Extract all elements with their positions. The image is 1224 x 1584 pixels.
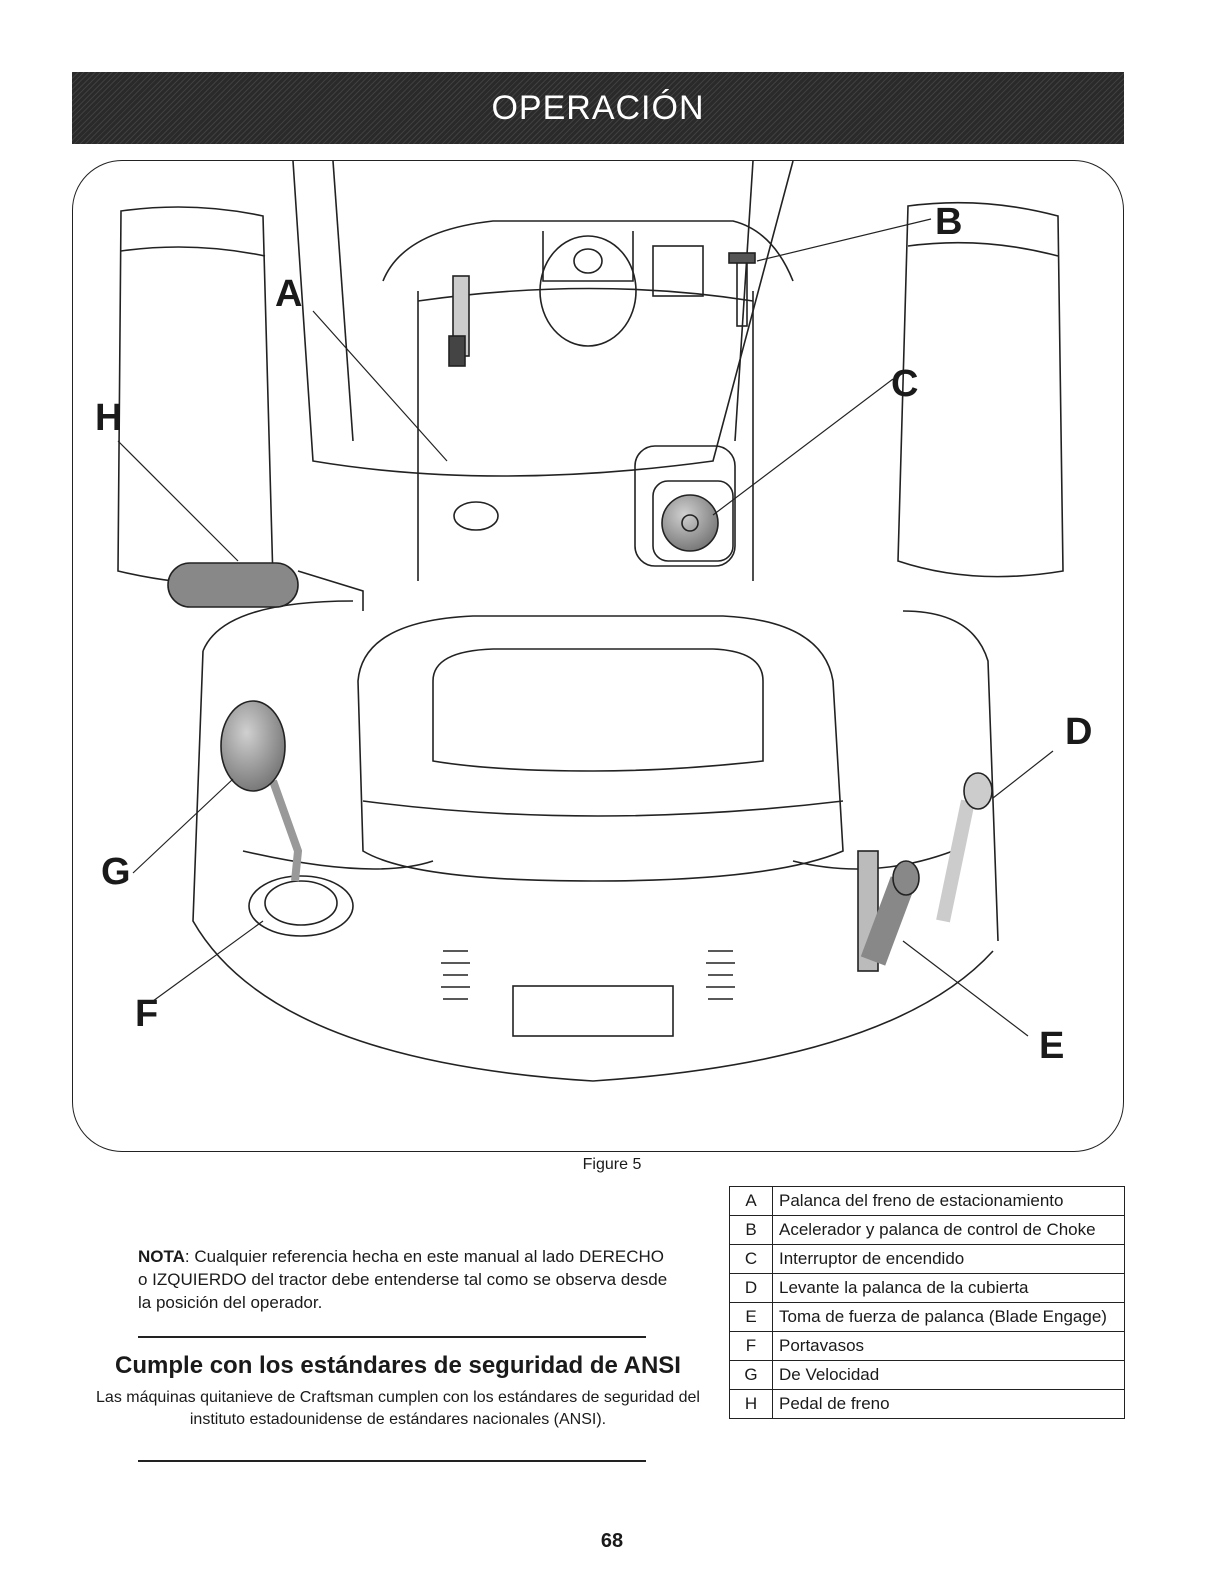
ansi-heading: Cumple con los estándares de seguridad d… bbox=[115, 1352, 681, 1379]
legend-label: De Velocidad bbox=[772, 1360, 1125, 1390]
note-text: : Cualquier referencia hecha en este man… bbox=[138, 1247, 668, 1312]
legend-label: Toma de fuerza de palanca (Blade Engage) bbox=[772, 1302, 1125, 1332]
callout-g: G bbox=[101, 851, 131, 893]
legend-key: G bbox=[729, 1360, 773, 1390]
callout-c: C bbox=[891, 363, 919, 405]
legend-key: C bbox=[729, 1244, 773, 1274]
tractor-illustration bbox=[117, 161, 1064, 1082]
section-title: OPERACIÓN bbox=[491, 88, 705, 127]
legend-label: Pedal de freno bbox=[772, 1389, 1125, 1419]
callout-h: H bbox=[95, 397, 123, 439]
ansi-paragraph: Las máquinas quitanieve de Craftsman cum… bbox=[96, 1389, 700, 1428]
note-paragraph: NOTA: Cualquier referencia hecha en este… bbox=[138, 1245, 668, 1314]
leader-b bbox=[756, 218, 932, 262]
page-number: 68 bbox=[600, 1530, 624, 1552]
legend-key: B bbox=[729, 1215, 773, 1245]
hood bbox=[292, 161, 794, 477]
divider-top bbox=[138, 1336, 646, 1338]
legend-key: F bbox=[729, 1331, 773, 1361]
legend-label: Acelerador y palanca de control de Choke bbox=[772, 1215, 1125, 1245]
leader-g bbox=[132, 778, 234, 874]
legend-label: Palanca del freno de estacionamiento bbox=[772, 1186, 1125, 1216]
legend-label: Interruptor de encendido bbox=[772, 1244, 1125, 1274]
section-banner: OPERACIÓN bbox=[72, 72, 1124, 144]
legend-label: Portavasos bbox=[772, 1331, 1125, 1361]
legend-key: A bbox=[729, 1186, 773, 1216]
callout-e: E bbox=[1039, 1025, 1065, 1067]
leader-f bbox=[152, 920, 264, 1002]
callout-a: A bbox=[275, 273, 303, 315]
legend-key: H bbox=[729, 1389, 773, 1419]
callout-b: B bbox=[935, 201, 963, 243]
legend-key: D bbox=[729, 1273, 773, 1303]
legend-key: E bbox=[729, 1302, 773, 1332]
legend-label: Levante la palanca de la cubierta bbox=[772, 1273, 1125, 1303]
leader-e bbox=[902, 940, 1029, 1037]
leader-a bbox=[312, 310, 448, 462]
callout-f: F bbox=[135, 993, 159, 1035]
leader-c bbox=[712, 378, 894, 516]
leader-d bbox=[992, 750, 1054, 799]
tractor-figure: A B C D E F G H bbox=[72, 160, 1124, 1152]
left-wheel bbox=[117, 206, 274, 586]
leader-h bbox=[117, 440, 239, 562]
right-wheel bbox=[897, 201, 1064, 578]
divider-bottom bbox=[138, 1460, 646, 1462]
seat bbox=[357, 615, 844, 882]
note-label: NOTA bbox=[138, 1247, 185, 1266]
figure-caption: Figure 5 bbox=[582, 1156, 642, 1173]
callout-d: D bbox=[1065, 711, 1093, 753]
